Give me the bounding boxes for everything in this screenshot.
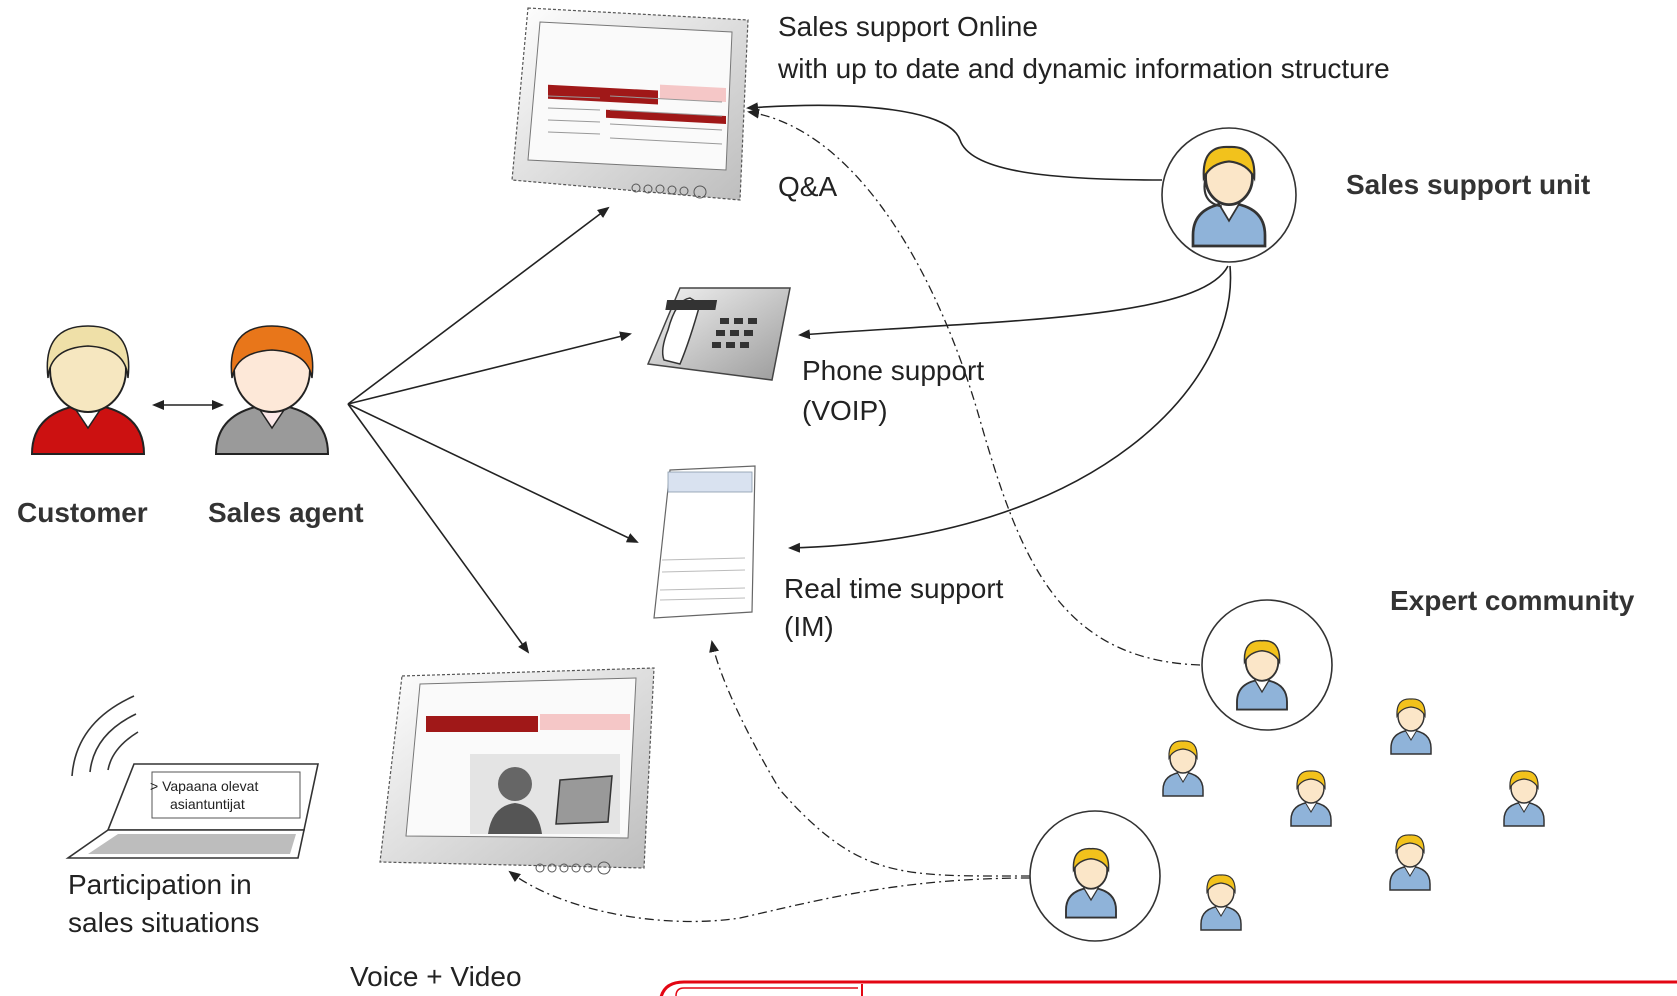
voice-video-screen <box>379 667 655 875</box>
dashed-connectors <box>508 108 1201 923</box>
expert-community-label: Expert community <box>1390 585 1635 616</box>
sales-support-unit-label: Sales support unit <box>1346 169 1591 200</box>
customer-label: Customer <box>17 497 148 528</box>
sales-agent-figure <box>214 325 330 455</box>
real-time-support-label: Real time support <box>784 573 1004 604</box>
real-time-support-sub: (IM) <box>784 611 834 642</box>
red-banner <box>658 980 1677 996</box>
participation-line1: Participation in <box>68 869 252 900</box>
sales-support-unit-figure <box>1161 127 1297 263</box>
phone-icon <box>646 287 791 381</box>
customer-figure <box>30 325 146 455</box>
laptop-screen-line1: > Vapaana olevat <box>150 778 259 794</box>
voice-video-label: Voice + Video <box>350 961 522 992</box>
im-window <box>653 465 756 619</box>
sales-agent-label: Sales agent <box>208 497 364 528</box>
laptop-icon <box>65 695 319 859</box>
online-subtitle: with up to date and dynamic information … <box>778 53 1390 84</box>
phone-support-sub: (VOIP) <box>802 395 888 426</box>
qa-label: Q&A <box>778 171 838 202</box>
sales-support-online-screen <box>511 7 749 201</box>
online-title: Sales support Online <box>778 11 1038 42</box>
phone-support-label: Phone support <box>802 355 985 386</box>
expert-community-figures <box>1029 599 1545 942</box>
participation-line2: sales situations <box>68 907 260 938</box>
connectors <box>152 102 1232 654</box>
laptop-screen-line2: asiantuntijat <box>170 796 245 812</box>
